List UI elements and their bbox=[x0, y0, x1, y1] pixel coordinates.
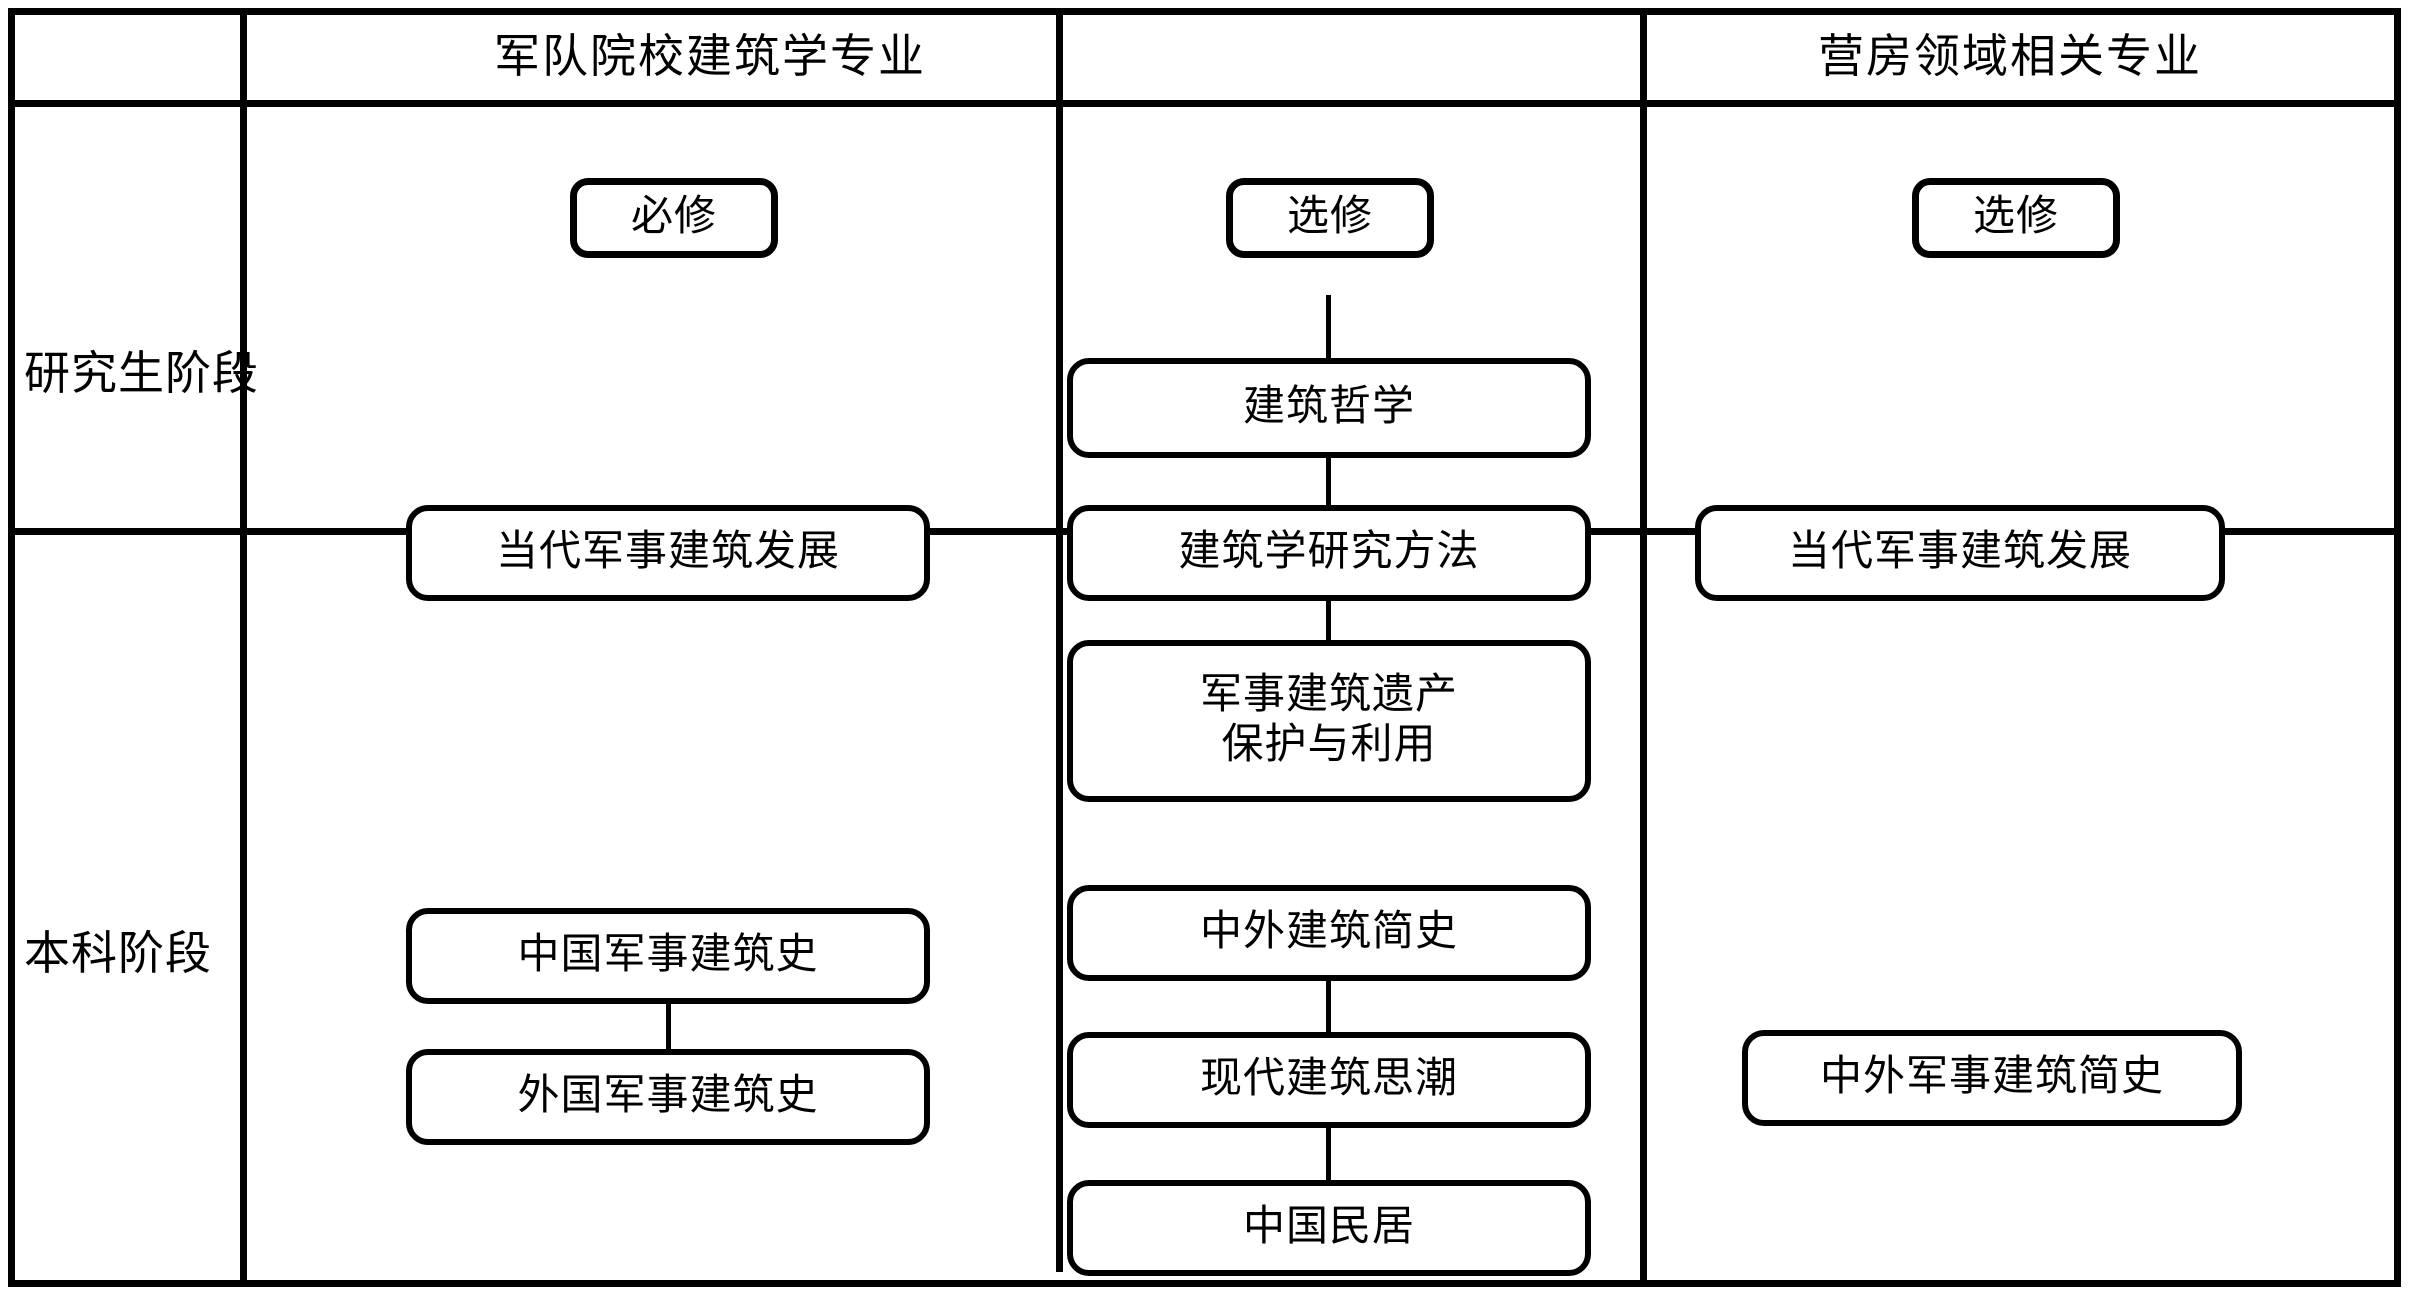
connector-elective-ug-0 bbox=[1326, 976, 1331, 1038]
course-undergrad-elective-2: 现代建筑思潮 bbox=[1067, 1032, 1591, 1128]
connector-elective-grad-1 bbox=[1326, 452, 1331, 514]
header-barracks-related: 营房领域相关专业 bbox=[1818, 31, 2202, 82]
column-divider-2 bbox=[1056, 85, 1063, 1272]
course-undergrad-barracks-1: 中外军事建筑简史 bbox=[1742, 1030, 2242, 1126]
course-graduate-elective-1: 建筑哲学 bbox=[1067, 358, 1591, 458]
row-label-undergraduate: 本科阶段 bbox=[24, 928, 212, 979]
course-undergrad-required-2: 外国军事建筑史 bbox=[406, 1049, 930, 1145]
course-graduate-elective-3: 军事建筑遗产 保护与利用 bbox=[1067, 640, 1591, 802]
course-graduate-required-1: 当代军事建筑发展 bbox=[406, 505, 930, 601]
row-divider-header bbox=[15, 100, 2394, 107]
connector-elective-grad-0 bbox=[1326, 295, 1331, 361]
course-undergrad-elective-3: 中国民居 bbox=[1067, 1180, 1591, 1276]
course-undergrad-required-1: 中国军事建筑史 bbox=[406, 908, 930, 1004]
column-divider-3 bbox=[1640, 8, 1647, 1287]
column-divider-1 bbox=[240, 15, 247, 1280]
connector-elective-grad-2 bbox=[1326, 596, 1331, 650]
connector-required-ug-0 bbox=[666, 999, 671, 1055]
row-label-graduate: 研究生阶段 bbox=[24, 348, 259, 399]
course-undergrad-elective-1: 中外建筑简史 bbox=[1067, 885, 1591, 981]
badge-elective-barracks-graduate: 选修 bbox=[1912, 178, 2120, 258]
course-graduate-barracks-1: 当代军事建筑发展 bbox=[1695, 505, 2225, 601]
connector-elective-ug-1 bbox=[1326, 1123, 1331, 1185]
column-divider-2-header bbox=[1056, 8, 1063, 93]
header-military-academy: 军队院校建筑学专业 bbox=[494, 31, 926, 82]
course-graduate-elective-2: 建筑学研究方法 bbox=[1067, 505, 1591, 601]
badge-required-graduate: 必修 bbox=[570, 178, 778, 258]
badge-elective-graduate: 选修 bbox=[1226, 178, 1434, 258]
